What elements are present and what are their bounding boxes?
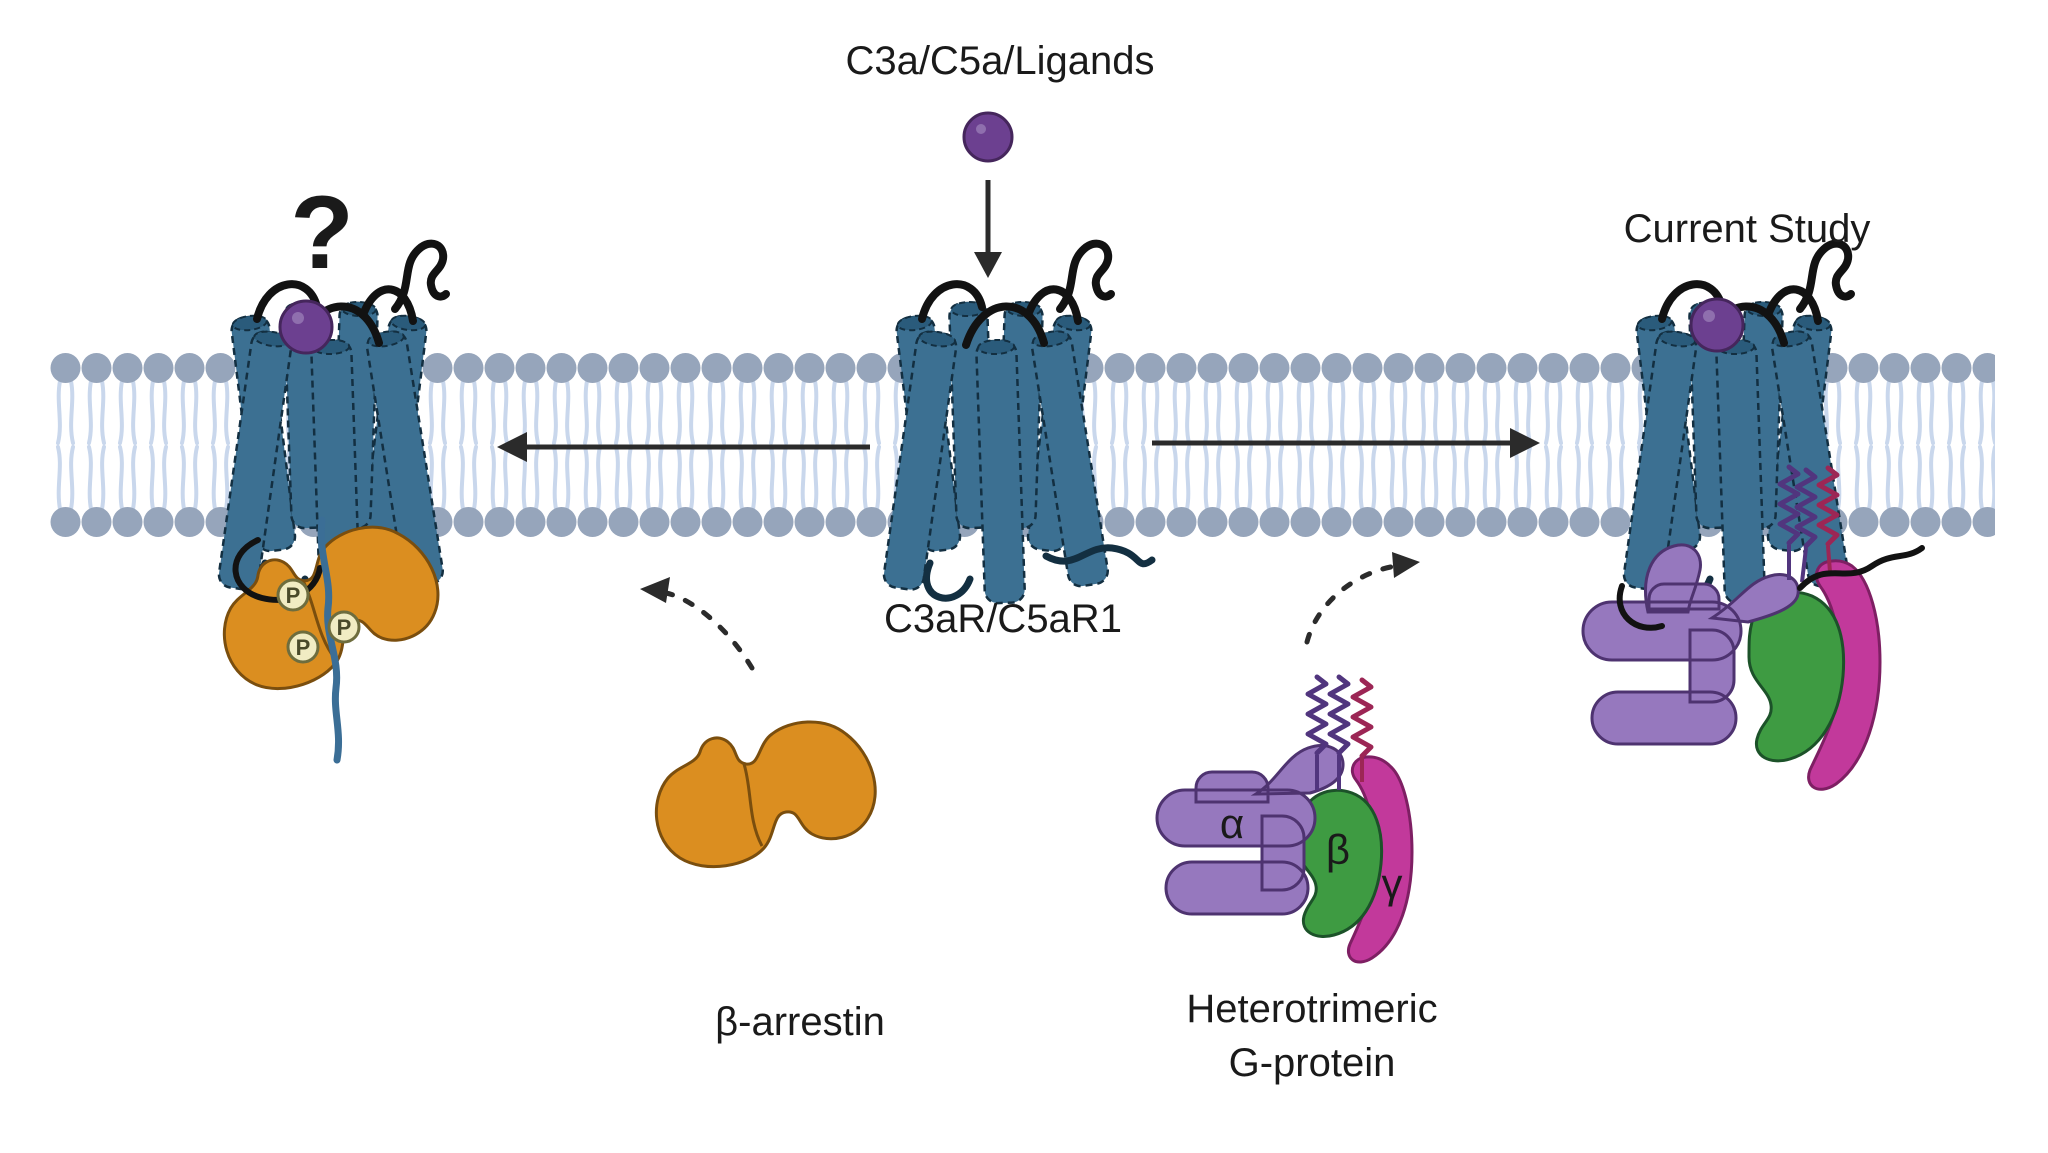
alpha-label: α	[1220, 800, 1244, 847]
gprotein-label-line2: G-protein	[1229, 1041, 1396, 1085]
phospho-badge: P	[286, 630, 320, 664]
free-gprotein: α β γ	[1155, 677, 1414, 964]
arrow-gprotein-recruitment	[1304, 552, 1420, 645]
receptor-label: C3aR/C5aR1	[884, 597, 1122, 641]
alpha-lipid-anchor	[1308, 677, 1326, 753]
receptor-cterm-squiggle	[1797, 545, 1925, 591]
receptor-icl-loop	[1616, 583, 1665, 631]
receptor-cterm-tail	[1042, 544, 1156, 568]
phospho-label: P	[296, 635, 311, 660]
unknown-question-mark: ?	[290, 175, 354, 291]
receptor-right-gprotein-complex	[1581, 244, 1925, 791]
arrow-ligand-binding	[974, 180, 1002, 278]
g-beta-subunit	[1747, 590, 1846, 763]
arrow-to-arrestin-pathway	[497, 432, 870, 462]
bound-gprotein	[1581, 467, 1925, 791]
g-alpha-subunit	[1155, 744, 1345, 916]
alpha-lipid-anchor	[1330, 677, 1348, 753]
receptor-phospho-tail	[317, 516, 343, 764]
free-ligand	[962, 111, 1014, 163]
beta-label: β	[1326, 826, 1350, 873]
gamma-lipid-anchor	[1353, 680, 1371, 756]
arrow-arrestin-recruitment	[640, 577, 755, 671]
arrow-to-gprotein-pathway	[1152, 428, 1540, 458]
phospho-label: P	[337, 615, 352, 640]
gamma-label: γ	[1382, 860, 1403, 907]
free-beta-arrestin	[654, 720, 877, 869]
receptor-left-arrestin-complex: P P P	[208, 244, 452, 764]
ligand-on-left-receptor	[278, 299, 334, 355]
phospho-badge: P	[327, 610, 361, 644]
g-alpha-subunit	[1581, 543, 1800, 746]
receptor-cterm-loop	[232, 537, 323, 603]
ligands-label: C3a/C5a/Ligands	[845, 39, 1154, 83]
phospho-label: P	[286, 583, 301, 608]
current-study-label: Current Study	[1624, 207, 1871, 251]
phospho-badge: P	[276, 578, 310, 612]
ligand-on-right-receptor	[1689, 297, 1745, 353]
receptor-center	[882, 244, 1156, 604]
gprotein-label-line1: Heterotrimeric	[1186, 987, 1437, 1031]
beta-arrestin-label: β-arrestin	[715, 1000, 885, 1044]
